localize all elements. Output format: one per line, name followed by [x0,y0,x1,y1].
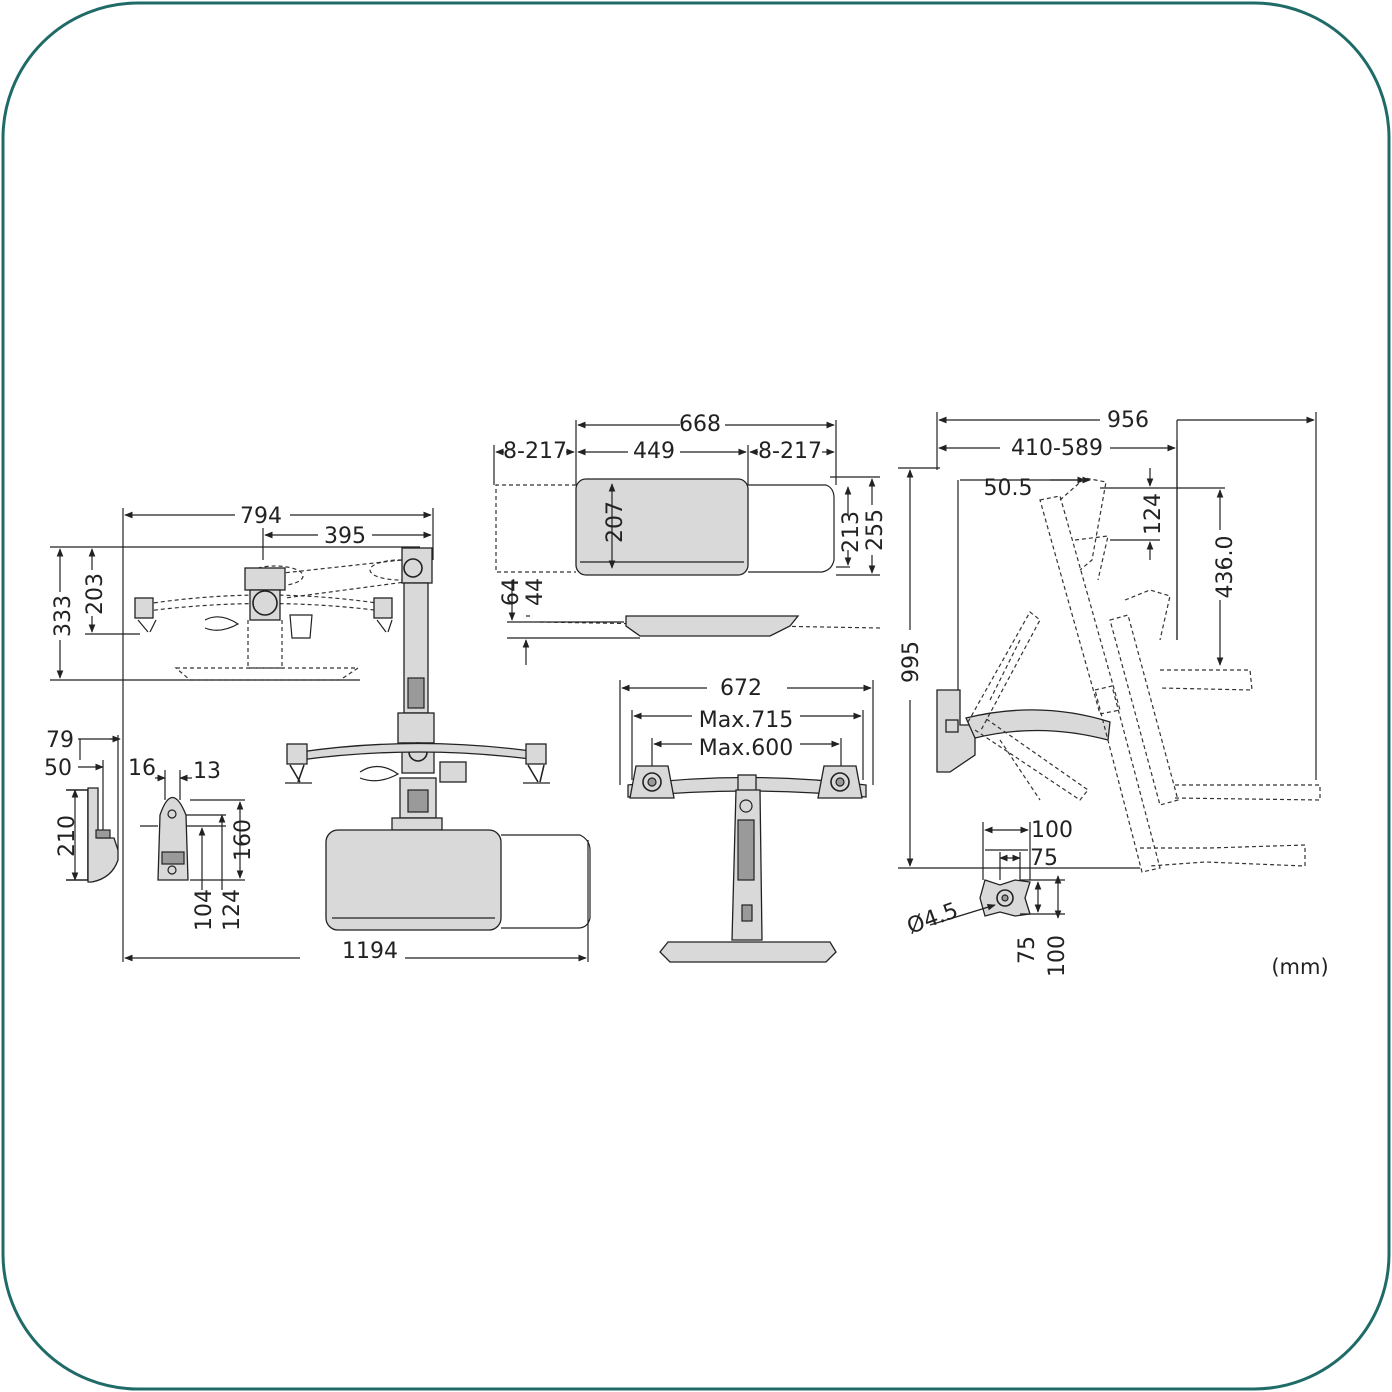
dim-vesa-75-v: 75 [1015,936,1040,964]
dim-50: 50 [44,756,72,781]
right-vesa-plate [817,765,863,799]
dim-44: 44 [523,578,548,606]
dim-vesa-100-h: 100 [1031,818,1073,843]
dim-210: 210 [55,815,80,857]
dim-213: 213 [839,511,864,553]
front-view [619,680,874,963]
unit-label: (mm) [1271,955,1328,979]
left-vesa-plate [629,765,675,799]
clamp-detail [66,735,121,883]
dim-395: 395 [324,524,366,549]
keyboard-tray-view [493,420,881,665]
keyboard-tray [325,829,502,931]
dim-vesa-100-v: 100 [1045,935,1070,977]
dim-79: 79 [46,728,74,753]
dim-13: 13 [193,759,221,784]
tray-top [575,478,749,576]
monitor-upper-position [1039,477,1121,715]
dim-995: 995 [899,641,924,683]
dim-794: 794 [240,504,282,529]
side-view [898,412,1321,873]
dim-8-217-right: 8-217 [758,439,822,464]
dim-124-side: 124 [1141,493,1166,535]
dim-104: 104 [192,889,217,931]
dim-16: 16 [128,756,156,781]
dim-160: 160 [231,819,256,861]
monitor-mid-position [1109,589,1321,806]
dim-436: 436.0 [1213,536,1238,599]
dim-449: 449 [633,439,675,464]
dim-max600: Max.600 [699,736,793,761]
top-view [50,508,591,962]
dim-203: 203 [83,573,108,615]
dim-1194: 1194 [342,939,398,964]
dim-207: 207 [603,501,628,543]
dim-672: 672 [720,676,762,701]
tray-profile [625,615,800,637]
dim-max715: Max.715 [699,708,793,733]
front-base [659,941,837,963]
arm-head [401,547,433,584]
dim-64: 64 [499,578,524,606]
dim-255: 255 [863,509,888,551]
dim-668: 668 [679,412,721,437]
monitor-low-position [1094,685,1306,873]
dim-410-589: 410-589 [1011,436,1103,461]
dim-50-5: 50.5 [984,476,1033,501]
dim-8-217-left: 8-217 [503,439,567,464]
dim-333: 333 [51,595,76,637]
dim-956: 956 [1107,408,1149,433]
grommet-detail [140,770,245,890]
dim-124: 124 [220,889,245,931]
vesa-detail [929,822,1065,926]
dim-vesa-75-h: 75 [1030,846,1058,871]
